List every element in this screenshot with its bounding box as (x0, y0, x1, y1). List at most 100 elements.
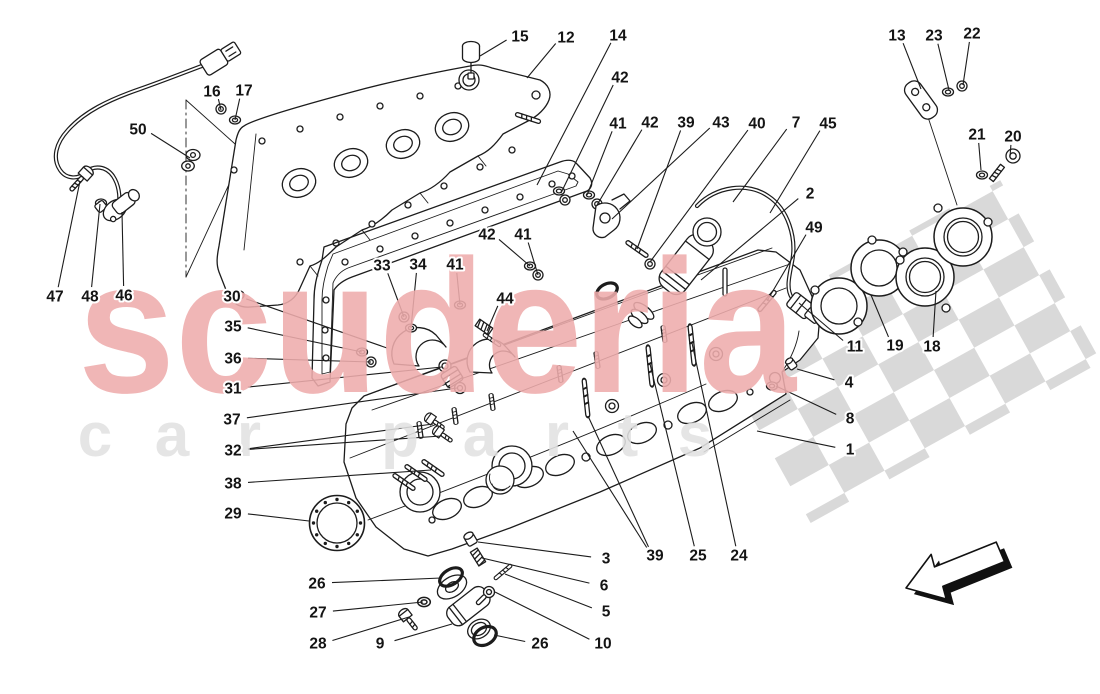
leader-line (332, 601, 424, 612)
leader-line (937, 43, 950, 91)
leader-line (769, 130, 821, 214)
leader-line (234, 98, 241, 121)
speed-sensor (94, 188, 140, 223)
part-number-label: 48 (81, 289, 99, 306)
leader-line (691, 342, 737, 547)
small-bottom-parts (463, 531, 514, 606)
part-number-label: 47 (46, 289, 63, 306)
leader-line (479, 39, 507, 57)
leader-line (560, 84, 614, 194)
part-number-label: 38 (224, 476, 242, 493)
watermark-letter: t (618, 401, 639, 470)
leader-line (798, 302, 844, 341)
sensor-connector (199, 41, 242, 76)
cap-nut (559, 194, 571, 206)
leader-line (394, 623, 453, 642)
leader-line (121, 211, 125, 287)
part-number-label: 35 (224, 319, 242, 336)
leader-line (962, 41, 970, 86)
part-number-label: 49 (805, 220, 823, 237)
leader-line (611, 127, 711, 220)
leader-line (1009, 144, 1012, 158)
support-bracket (903, 80, 968, 120)
checkered-flag-watermark (709, 180, 1100, 523)
cylinder-head (343, 247, 821, 557)
port-cover-plate (895, 203, 993, 313)
bracket-nut (956, 80, 968, 92)
leader-line (247, 366, 443, 388)
leader-line (649, 129, 749, 263)
dowel-pin (722, 267, 728, 297)
watermark-letter: r (237, 401, 261, 470)
part-number-label: 11 (847, 339, 864, 356)
part-number-label: 24 (730, 548, 748, 565)
part-number-label: 26 (531, 636, 549, 653)
cover-bolt-holes (230, 82, 541, 300)
part-number-label: 46 (115, 288, 133, 305)
spring-and-stud (474, 318, 502, 348)
o-ring (595, 281, 619, 301)
watermark-letter: p (381, 401, 419, 470)
leader-line (649, 363, 695, 547)
part-number-label: 2 (806, 186, 815, 203)
leader-line (526, 43, 557, 79)
part-number-label: 28 (309, 636, 327, 653)
leader-line (246, 298, 388, 349)
part-number-label: 13 (888, 28, 906, 45)
water-outlet (396, 566, 498, 648)
cam-caps (355, 186, 603, 389)
o-ring-upper (438, 566, 464, 588)
part-number-label: 50 (129, 122, 146, 139)
part-number-label: 34 (409, 257, 427, 274)
leader-line (494, 591, 590, 640)
sensor-bolt (69, 165, 94, 192)
bracket-washer (941, 87, 955, 97)
watermark-letter: a (463, 401, 498, 470)
gasket-holes (321, 172, 576, 362)
leader-line (504, 573, 593, 609)
watermark-letter: c (78, 401, 112, 470)
part-number-label: 18 (923, 339, 941, 356)
leader-line (217, 98, 222, 111)
leader-line (91, 203, 101, 288)
bleed-plug (784, 357, 798, 371)
part-number-label: 32 (224, 443, 241, 460)
direction-arrow-icon (905, 541, 1013, 606)
part-number-label: 39 (677, 115, 695, 132)
part-number-label: 17 (235, 83, 252, 100)
part-number-label: 23 (925, 28, 943, 45)
part-number-label: 39 (646, 548, 664, 565)
cover-screw (975, 148, 1021, 183)
leader-line (387, 273, 405, 318)
spark-plug-tubes (281, 111, 470, 199)
leader-line (150, 132, 191, 159)
leader-line (766, 234, 807, 302)
part-number-label: 36 (224, 351, 242, 368)
leader-line (247, 327, 363, 353)
leader-line (978, 142, 982, 171)
watermark: scuderia c a r p a r t s (78, 221, 797, 470)
tappet-barrel (440, 365, 464, 389)
watermark-letter: s (678, 401, 712, 470)
cable-clip (181, 148, 201, 172)
leader-line (932, 290, 937, 338)
leader-line (796, 368, 835, 381)
leader-line (410, 272, 417, 329)
part-number-label: 6 (600, 578, 609, 595)
variator-solenoid (627, 185, 822, 329)
leader-line (636, 130, 682, 250)
leader-line (732, 128, 788, 203)
leader-line (700, 198, 799, 281)
part-number-label: 33 (373, 258, 391, 275)
part-number-label: 1 (846, 442, 855, 459)
part-number-label: 7 (792, 115, 801, 132)
part-number-label: 22 (963, 26, 980, 43)
leader-line (902, 42, 922, 90)
leader-line (587, 415, 649, 548)
part-number-label: 43 (712, 115, 730, 132)
part-number-label: 41 (609, 116, 627, 133)
leader-line (486, 305, 499, 332)
screw-washer (975, 170, 989, 180)
valve-cover (216, 64, 551, 308)
leader-line (498, 238, 531, 267)
